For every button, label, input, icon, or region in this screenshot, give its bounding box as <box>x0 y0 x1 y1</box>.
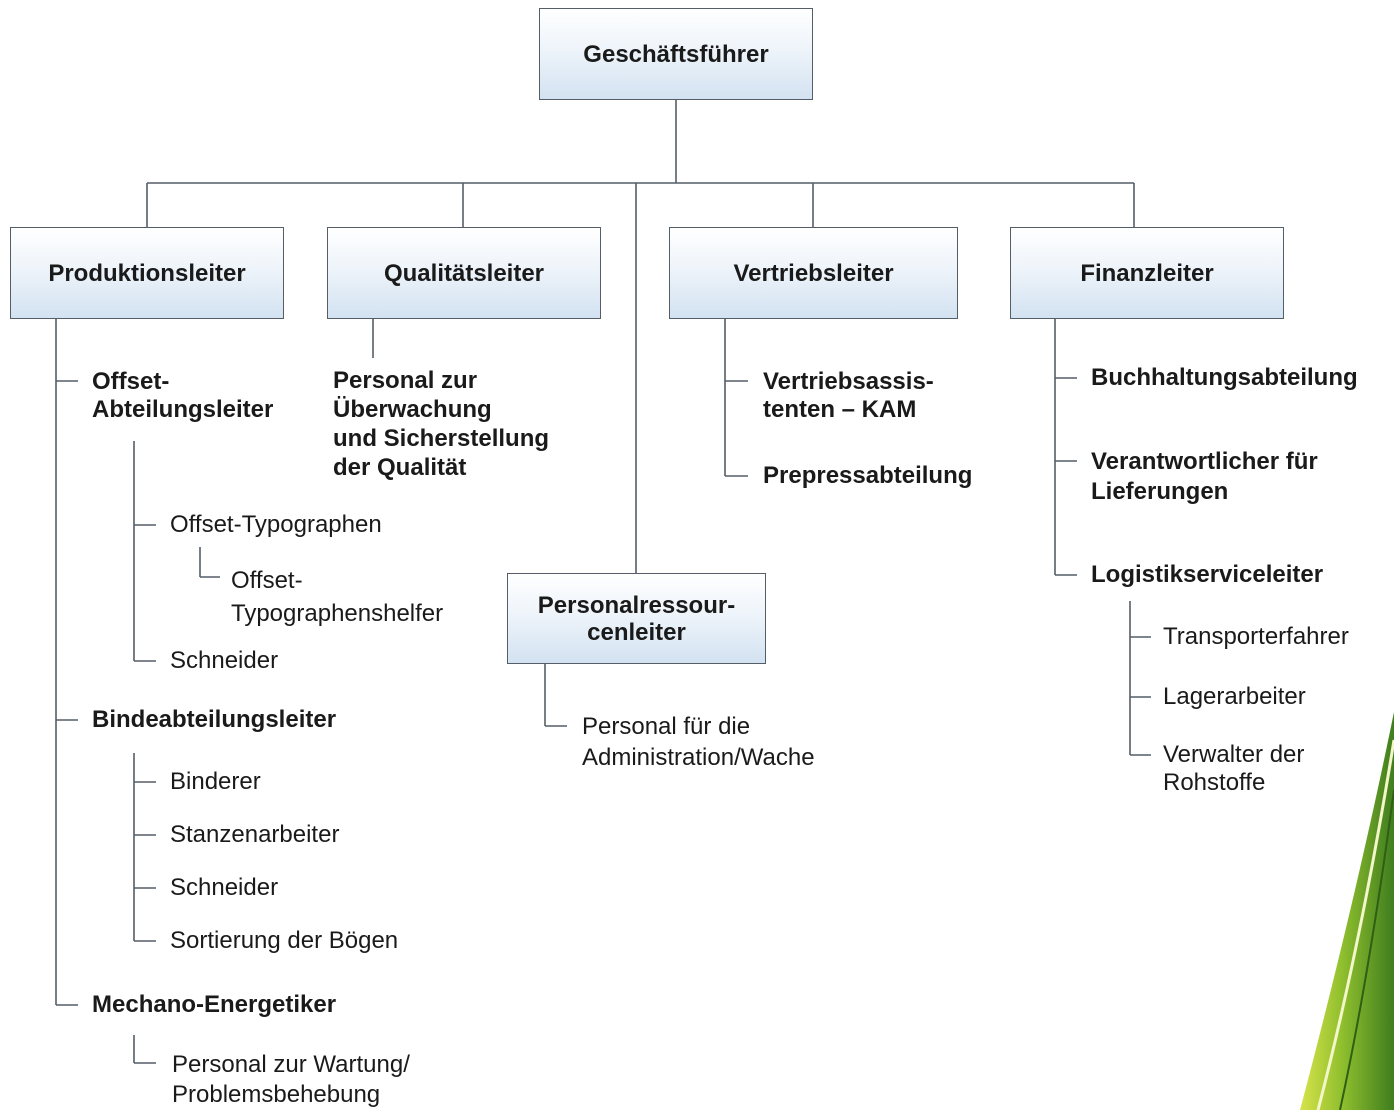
node-offset-typographenshelfer: Offset- Typographenshelfer <box>231 564 443 630</box>
qualitaet-line2: Überwachung <box>333 396 492 423</box>
node-personal-wartung: Personal zur Wartung/ Problemsbehebung <box>172 1050 410 1110</box>
box-qualitaetsleiter: Qualitätsleiter <box>327 227 601 319</box>
personalressourcenleiter-label-line2: cenleiter <box>587 618 686 646</box>
vertriebsleiter-label: Vertriebsleiter <box>733 259 894 287</box>
box-personalressourcenleiter: Personalressour- cenleiter <box>507 573 766 664</box>
node-offset-abteilungsleiter: Offset- Abteilungsleiter <box>92 368 273 424</box>
box-finanzleiter: Finanzleiter <box>1010 227 1284 319</box>
rohstoffe-line1: Verwalter der <box>1163 741 1305 768</box>
root-label: Geschäftsführer <box>583 40 769 68</box>
administration-line2: Administration/Wache <box>582 744 815 771</box>
vertriebsassistenten-line2: tenten – KAM <box>763 396 917 423</box>
lieferungen-line1: Verantwortlicher für <box>1091 448 1318 475</box>
node-lagerarbeiter: Lagerarbeiter <box>1163 683 1306 710</box>
wartung-line2: Problemsbehebung <box>172 1081 381 1108</box>
box-vertriebsleiter: Vertriebsleiter <box>669 227 958 319</box>
lieferungen-line2: Lieferungen <box>1091 478 1229 505</box>
personalressourcenleiter-label-line1: Personalressour- <box>537 591 736 619</box>
node-schneider-offset: Schneider <box>170 647 279 674</box>
node-bindeabteilungsleiter: Bindeabteilungsleiter <box>92 706 337 733</box>
node-stanzenarbeiter: Stanzenarbeiter <box>170 821 340 848</box>
node-transporterfahrer: Transporterfahrer <box>1163 623 1349 650</box>
offset-abteilungsleiter-line1: Offset- <box>92 368 170 395</box>
qualitaet-line1: Personal zur <box>333 367 478 394</box>
qualitaet-line3: und Sicherstellung <box>333 425 550 452</box>
node-buchhaltungsabteilung: Buchhaltungsabteilung <box>1091 364 1358 391</box>
produktionsleiter-label: Produktionsleiter <box>48 259 246 287</box>
node-prepressabteilung: Prepressabteilung <box>763 462 973 489</box>
root-box-geschaeftsfuehrer: Geschäftsführer <box>539 8 813 100</box>
rohstoffe-line2: Rohstoffe <box>1163 769 1266 796</box>
node-sortierung-der-boegen: Sortierung der Bögen <box>170 927 399 954</box>
node-offset-typographen: Offset-Typographen <box>170 511 382 538</box>
box-produktionsleiter: Produktionsleiter <box>10 227 284 319</box>
qualitaet-line4: der Qualität <box>333 454 467 481</box>
node-binderer: Binderer <box>170 768 261 795</box>
node-vertriebsassistenten: Vertriebsassis- tenten – KAM <box>763 368 934 424</box>
offset-abteilungsleiter-line2: Abteilungsleiter <box>92 396 274 423</box>
node-personal-qualitaet: Personal zur Überwachung und Sicherstell… <box>333 366 549 482</box>
administration-line1: Personal für die <box>582 713 751 740</box>
node-verantwortlicher-lieferungen: Verantwortlicher für Lieferungen <box>1091 447 1318 507</box>
qualitaetsleiter-label: Qualitätsleiter <box>383 259 545 287</box>
node-schneider-binde: Schneider <box>170 874 279 901</box>
node-personal-administration: Personal für die Administration/Wache <box>582 711 815 773</box>
node-mechano-energetiker: Mechano-Energetiker <box>92 991 337 1018</box>
node-verwalter-rohstoffe: Verwalter der Rohstoffe <box>1163 741 1304 797</box>
typographenshelfer-line2: Typographenshelfer <box>231 600 444 627</box>
vertriebsassistenten-line1: Vertriebsassis- <box>763 368 934 395</box>
typographenshelfer-line1: Offset- <box>231 567 303 594</box>
finanzleiter-label: Finanzleiter <box>1080 259 1214 287</box>
wartung-line1: Personal zur Wartung/ <box>172 1051 410 1078</box>
node-logistikserviceleiter: Logistikserviceleiter <box>1091 561 1324 588</box>
